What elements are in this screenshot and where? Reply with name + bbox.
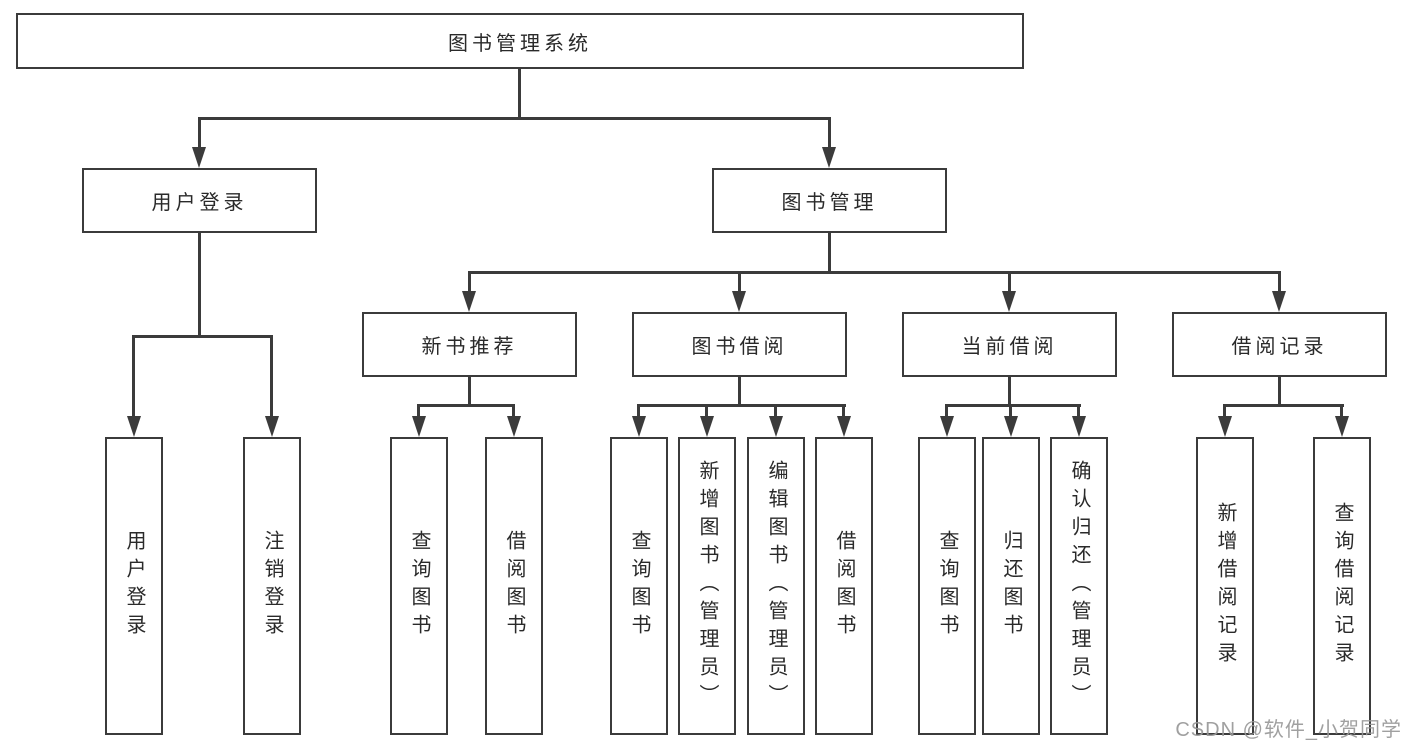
leaf-label: 确认归还（管理员） — [1068, 460, 1090, 712]
leaf-borrow-books-borrowing: 借阅图书 — [815, 437, 873, 735]
arrow-down-icon — [837, 416, 851, 437]
arrow-down-icon — [822, 147, 836, 168]
leaf-user-login: 用户登录 — [105, 437, 163, 735]
watermark-text: CSDN @软件_小贺同学 — [1175, 719, 1402, 741]
arrow-down-icon — [1335, 416, 1349, 437]
leaf-add-borrow-record: 新增借阅记录 — [1196, 437, 1254, 735]
connector-line — [417, 404, 515, 407]
connector-line — [738, 271, 741, 294]
connector-line — [828, 117, 831, 149]
connector-line — [1077, 404, 1080, 418]
leaf-query-books-borrowing: 查询图书 — [610, 437, 668, 735]
node-current-borrowing-label: 当前借阅 — [961, 336, 1058, 358]
leaf-query-books-recommend: 查询图书 — [390, 437, 448, 735]
connector-line — [842, 404, 845, 418]
connector-line — [468, 377, 471, 406]
connector-line — [774, 404, 777, 418]
connector-line — [1223, 404, 1344, 407]
arrow-down-icon — [192, 147, 206, 168]
connector-line — [1008, 271, 1011, 294]
leaf-label: 查询借阅记录 — [1331, 502, 1353, 670]
leaf-logout: 注销登录 — [243, 437, 301, 735]
connector-line — [133, 335, 273, 338]
leaf-add-books-admin: 新增图书（管理员） — [678, 437, 736, 735]
connector-line — [468, 271, 1281, 274]
connector-line — [637, 404, 846, 407]
connector-line — [468, 271, 471, 294]
arrow-down-icon — [732, 291, 746, 312]
arrow-down-icon — [632, 416, 646, 437]
connector-line — [198, 233, 201, 335]
connector-line — [132, 335, 135, 419]
node-new-book-recommendation-label: 新书推荐 — [421, 336, 518, 358]
leaf-label: 新增图书（管理员） — [696, 460, 718, 712]
arrow-down-icon — [507, 416, 521, 437]
connector-line — [512, 404, 515, 418]
leaf-label: 注销登录 — [261, 530, 283, 642]
arrow-down-icon — [1072, 416, 1086, 437]
node-book-management: 图书管理 — [712, 168, 947, 233]
leaf-label: 借阅图书 — [503, 530, 525, 642]
leaf-label: 新增借阅记录 — [1214, 502, 1236, 670]
connector-line — [417, 404, 420, 418]
node-book-borrowing-label: 图书借阅 — [691, 336, 788, 358]
node-borrowing-records: 借阅记录 — [1172, 312, 1387, 377]
node-new-book-recommendation: 新书推荐 — [362, 312, 577, 377]
connector-line — [270, 335, 273, 419]
leaf-confirm-return-admin: 确认归还（管理员） — [1050, 437, 1108, 735]
node-user-login-label: 用户登录 — [151, 192, 248, 214]
leaf-borrow-books-recommend: 借阅图书 — [485, 437, 543, 735]
connector-line — [738, 377, 741, 406]
arrow-down-icon — [1004, 416, 1018, 437]
leaf-label: 用户登录 — [123, 530, 145, 642]
connector-line — [1008, 377, 1011, 406]
node-user-login: 用户登录 — [82, 168, 317, 233]
arrow-down-icon — [412, 416, 426, 437]
arrow-down-icon — [127, 416, 141, 437]
node-borrowing-records-label: 借阅记录 — [1231, 336, 1328, 358]
arrow-down-icon — [1002, 291, 1016, 312]
connector-line — [1223, 404, 1226, 418]
arrow-down-icon — [265, 416, 279, 437]
leaf-label: 查询图书 — [628, 530, 650, 642]
leaf-label: 编辑图书（管理员） — [765, 460, 787, 712]
connector-line — [1009, 404, 1012, 418]
connector-line — [1278, 271, 1281, 294]
connector-line — [828, 233, 831, 274]
leaf-return-books: 归还图书 — [982, 437, 1040, 735]
leaf-query-borrow-record: 查询借阅记录 — [1313, 437, 1371, 735]
node-root: 图书管理系统 — [16, 13, 1024, 69]
node-root-label: 图书管理系统 — [448, 32, 592, 55]
arrow-down-icon — [1218, 416, 1232, 437]
leaf-label: 查询图书 — [936, 530, 958, 642]
arrow-down-icon — [1272, 291, 1286, 312]
connector-line — [1340, 404, 1343, 418]
connector-line — [945, 404, 1081, 407]
leaf-query-books-current: 查询图书 — [918, 437, 976, 735]
arrow-down-icon — [769, 416, 783, 437]
connector-line — [705, 404, 708, 418]
arrow-down-icon — [940, 416, 954, 437]
leaf-label: 借阅图书 — [833, 530, 855, 642]
connector-line — [198, 117, 201, 149]
node-book-borrowing: 图书借阅 — [632, 312, 847, 377]
connector-line — [945, 404, 948, 418]
connector-line — [637, 404, 640, 418]
node-book-management-label: 图书管理 — [781, 192, 878, 214]
leaf-label: 归还图书 — [1000, 530, 1022, 642]
connector-line — [1278, 377, 1281, 406]
leaf-edit-books-admin: 编辑图书（管理员） — [747, 437, 805, 735]
node-current-borrowing: 当前借阅 — [902, 312, 1117, 377]
arrow-down-icon — [700, 416, 714, 437]
leaf-label: 查询图书 — [408, 530, 430, 642]
connector-line — [198, 117, 831, 120]
arrow-down-icon — [462, 291, 476, 312]
connector-line — [518, 69, 521, 117]
